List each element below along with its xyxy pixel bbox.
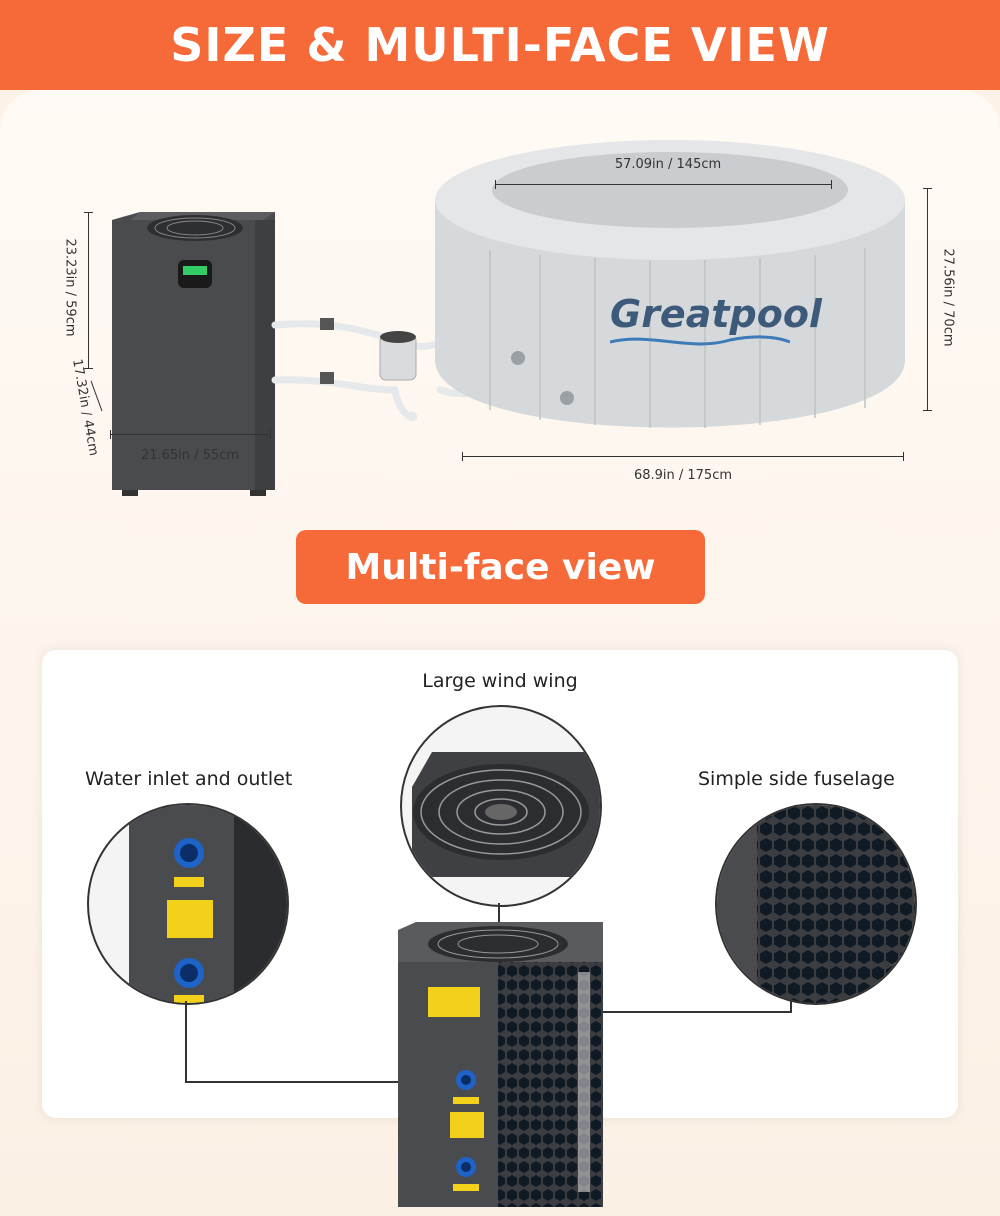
- heater-width-line: [110, 434, 270, 435]
- header-banner: SIZE & MULTI-FACE VIEW: [0, 0, 1000, 90]
- connector-left-h: [185, 1081, 455, 1083]
- tub-height-label: 27.56in / 70cm: [940, 248, 956, 347]
- side-grille-detail-circle: [715, 803, 917, 1005]
- fan-icon: [412, 752, 600, 877]
- grille-icon: [717, 805, 915, 1003]
- tub-height-line: [927, 188, 928, 410]
- tub-outer-line: [462, 456, 904, 457]
- heater-height-line: [88, 212, 89, 368]
- connector-right-h: [600, 1011, 792, 1013]
- heater-height-label: 23.23in / 59cm: [62, 238, 78, 337]
- heater-unit-front-image: [398, 922, 603, 1207]
- view-label-right: Simple side fuselage: [698, 768, 895, 790]
- tub-brand-logo: Greatpool: [610, 292, 822, 336]
- section-title: Multi-face view: [345, 546, 656, 588]
- water-port-detail-circle: [87, 803, 289, 1005]
- section-title-pill: Multi-face view: [296, 530, 705, 604]
- connector-left-v: [185, 1001, 187, 1082]
- view-label-top: Large wind wing: [422, 670, 578, 692]
- water-port-icon: [129, 805, 287, 1003]
- size-illustration: [112, 140, 905, 496]
- wave-icon: [610, 335, 790, 346]
- view-label-left: Water inlet and outlet: [85, 768, 293, 790]
- fan-detail-circle: [400, 705, 602, 907]
- tub-outer-label: 68.9in / 175cm: [633, 468, 733, 483]
- heater-unit-image: [112, 212, 275, 496]
- tub-inner-line: [495, 184, 831, 185]
- heater-width-label: 21.65in / 55cm: [140, 448, 240, 463]
- hot-tub-image: [435, 140, 905, 428]
- connector-right-v: [790, 1001, 792, 1013]
- tub-inner-label: 57.09in / 145cm: [614, 157, 722, 172]
- page-title: SIZE & MULTI-FACE VIEW: [170, 18, 830, 72]
